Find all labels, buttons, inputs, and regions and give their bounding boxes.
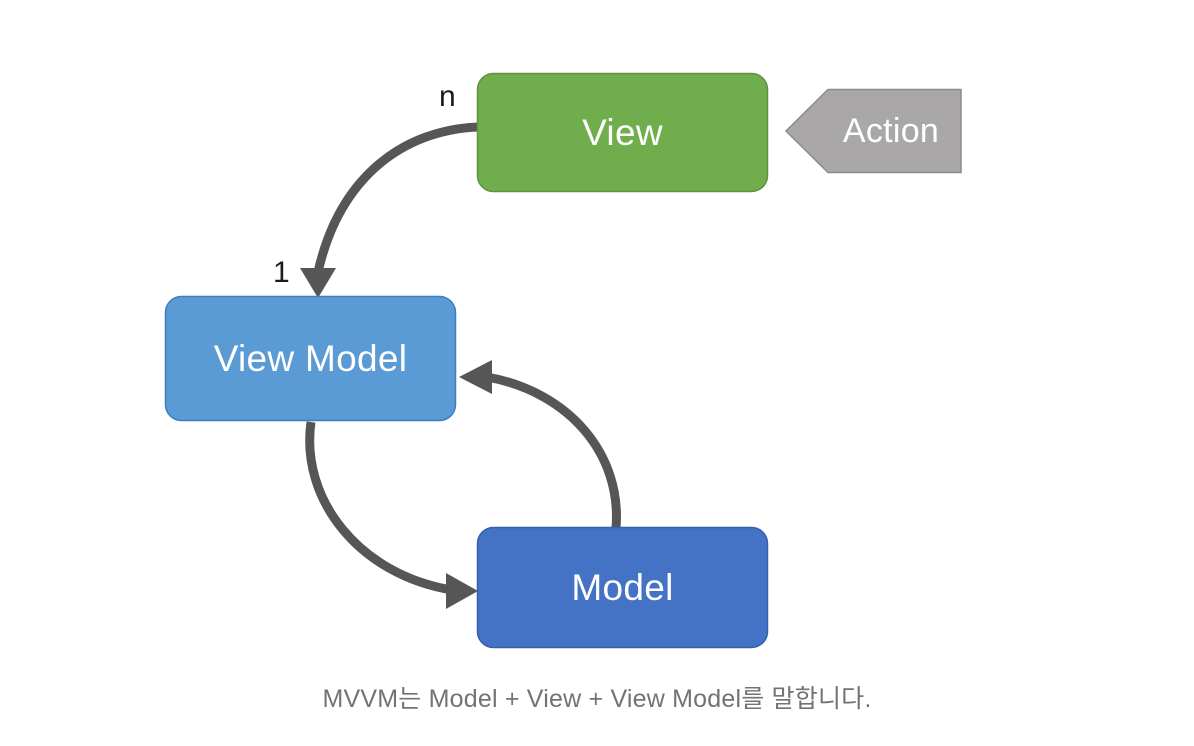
node-action-shape[interactable] [784, 88, 962, 174]
edge-model-to-view-model [459, 360, 621, 529]
node-view-model-shape[interactable] [164, 295, 457, 422]
edge-view-model-to-model [305, 421, 478, 609]
edge-view-to-view-model [300, 122, 479, 298]
node-model-shape[interactable] [476, 526, 769, 649]
diagram-caption: MVVM는 Model + View + View Model를 말합니다. [322, 685, 872, 713]
node-view-shape[interactable] [476, 72, 769, 193]
